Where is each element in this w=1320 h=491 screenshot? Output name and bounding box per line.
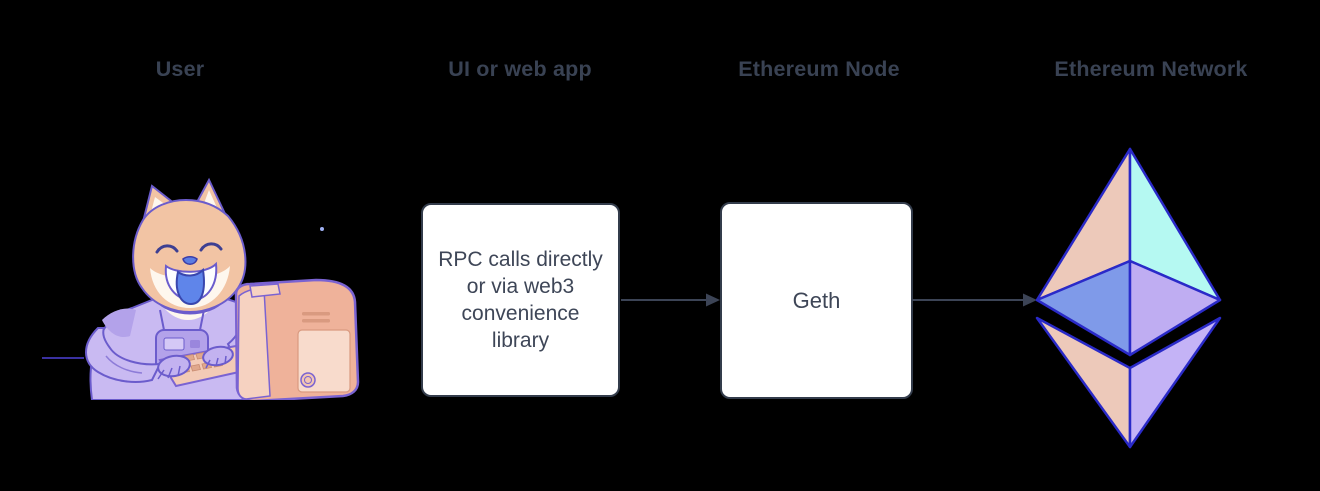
computer-port-inner — [304, 376, 312, 384]
eth-face-mid-right — [1128, 259, 1222, 357]
suit-shade-left — [102, 308, 136, 338]
computer-left-face — [237, 288, 271, 400]
computer-vent-2 — [302, 319, 330, 323]
chest-pack-screen — [163, 337, 185, 351]
label-user: User — [155, 57, 205, 81]
eth-face-bottom-right — [1128, 316, 1222, 449]
left-eye — [155, 244, 179, 254]
arrow-ui-to-node — [621, 293, 720, 307]
ui-box-text-line: RPC calls directly — [438, 248, 603, 271]
computer-port — [300, 372, 316, 388]
ui-box-text-line: or via web3 — [466, 275, 575, 298]
geth-node-box: Geth — [720, 202, 913, 399]
pack-straps — [159, 309, 205, 331]
star-dot — [320, 227, 324, 231]
left-arm-seam — [105, 355, 143, 374]
arrow-node-to-network — [912, 293, 1037, 307]
doge-astronaut-icon — [42, 177, 360, 400]
ethereum-logo-icon — [1035, 147, 1222, 449]
computer-top-hatch — [249, 283, 281, 298]
computer-vent-1 — [302, 312, 330, 316]
ui-web-app-box: RPC calls directly or via web3 convenien… — [421, 203, 620, 397]
ui-box-text-line: convenience — [461, 302, 580, 325]
ui-box-text-line: library — [491, 329, 550, 352]
tongue — [175, 267, 205, 306]
geth-box-text: Geth — [792, 288, 841, 313]
label-ethereum-network: Ethereum Network — [1054, 57, 1248, 81]
chest-pack-button — [190, 340, 200, 348]
nose — [182, 256, 198, 265]
label-ui-or-web-app: UI or web app — [448, 57, 592, 81]
right-eye — [199, 242, 223, 252]
paws — [157, 345, 234, 380]
label-ethereum-node: Ethereum Node — [738, 57, 900, 81]
